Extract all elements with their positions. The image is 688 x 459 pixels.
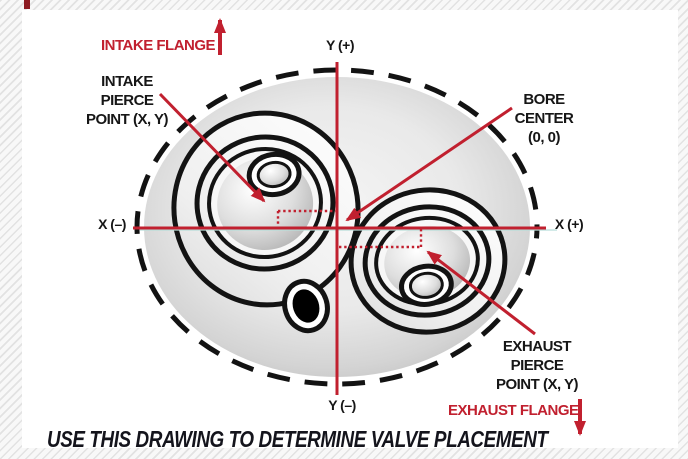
intake-seat-outer-ring xyxy=(194,134,336,272)
exhaust-pierce-line3: POINT (X, Y) xyxy=(495,376,579,393)
plug-hole xyxy=(282,278,330,334)
bore-center-line2: CENTER xyxy=(514,110,574,127)
exhaust-seat-outer-ring xyxy=(362,204,492,318)
bore-center-line1: BORE xyxy=(523,91,565,108)
plug-hole-center xyxy=(292,289,320,323)
intake-pierce-label: INTAKE PIERCE POINT (X, Y) xyxy=(57,72,197,129)
bore-center-line3: (0, 0) xyxy=(527,129,561,146)
intake-pierce-line1: INTAKE xyxy=(101,73,153,90)
chamber-intake-lobe-outline xyxy=(171,110,361,308)
coordinate-axes xyxy=(133,62,557,395)
intake-flange-label: INTAKE FLANGE xyxy=(101,37,216,54)
diagram-caption: USE THIS DRAWING TO DETERMINE VALVE PLAC… xyxy=(47,426,657,453)
exhaust-stem-center xyxy=(408,271,444,299)
pierce-point-leaders xyxy=(276,209,423,249)
intake-stem-center xyxy=(256,160,292,189)
intake-pierce-arrow xyxy=(158,92,266,203)
exhaust-pierce-label: EXHAUST PIERCE POINT (X, Y) xyxy=(467,337,607,394)
y-positive-label: Y (+) xyxy=(326,37,354,53)
exhaust-pierce-line1: EXHAUST xyxy=(502,338,572,355)
exhaust-pierce-arrow xyxy=(426,250,536,336)
exhaust-flange-label: EXHAUST FLANGE xyxy=(448,402,579,419)
bore-center-label: BORE CENTER (0, 0) xyxy=(474,90,614,147)
y-negative-label: Y (–) xyxy=(328,397,356,413)
intake-pierce-line3: POINT (X, Y) xyxy=(85,111,169,128)
corner-red-notch xyxy=(24,0,30,9)
bore-center-arrow xyxy=(345,106,513,222)
x-negative-label: X (–) xyxy=(98,216,126,232)
exhaust-pierce-line2: PIERCE xyxy=(510,357,564,374)
callout-arrows xyxy=(158,18,586,436)
chamber-exhaust-lobe-outline xyxy=(348,187,508,335)
x-positive-label: X (+) xyxy=(554,216,584,232)
diagram-caption-text: USE THIS DRAWING TO DETERMINE VALVE PLAC… xyxy=(47,426,548,452)
intake-pierce-line2: PIERCE xyxy=(100,92,154,109)
